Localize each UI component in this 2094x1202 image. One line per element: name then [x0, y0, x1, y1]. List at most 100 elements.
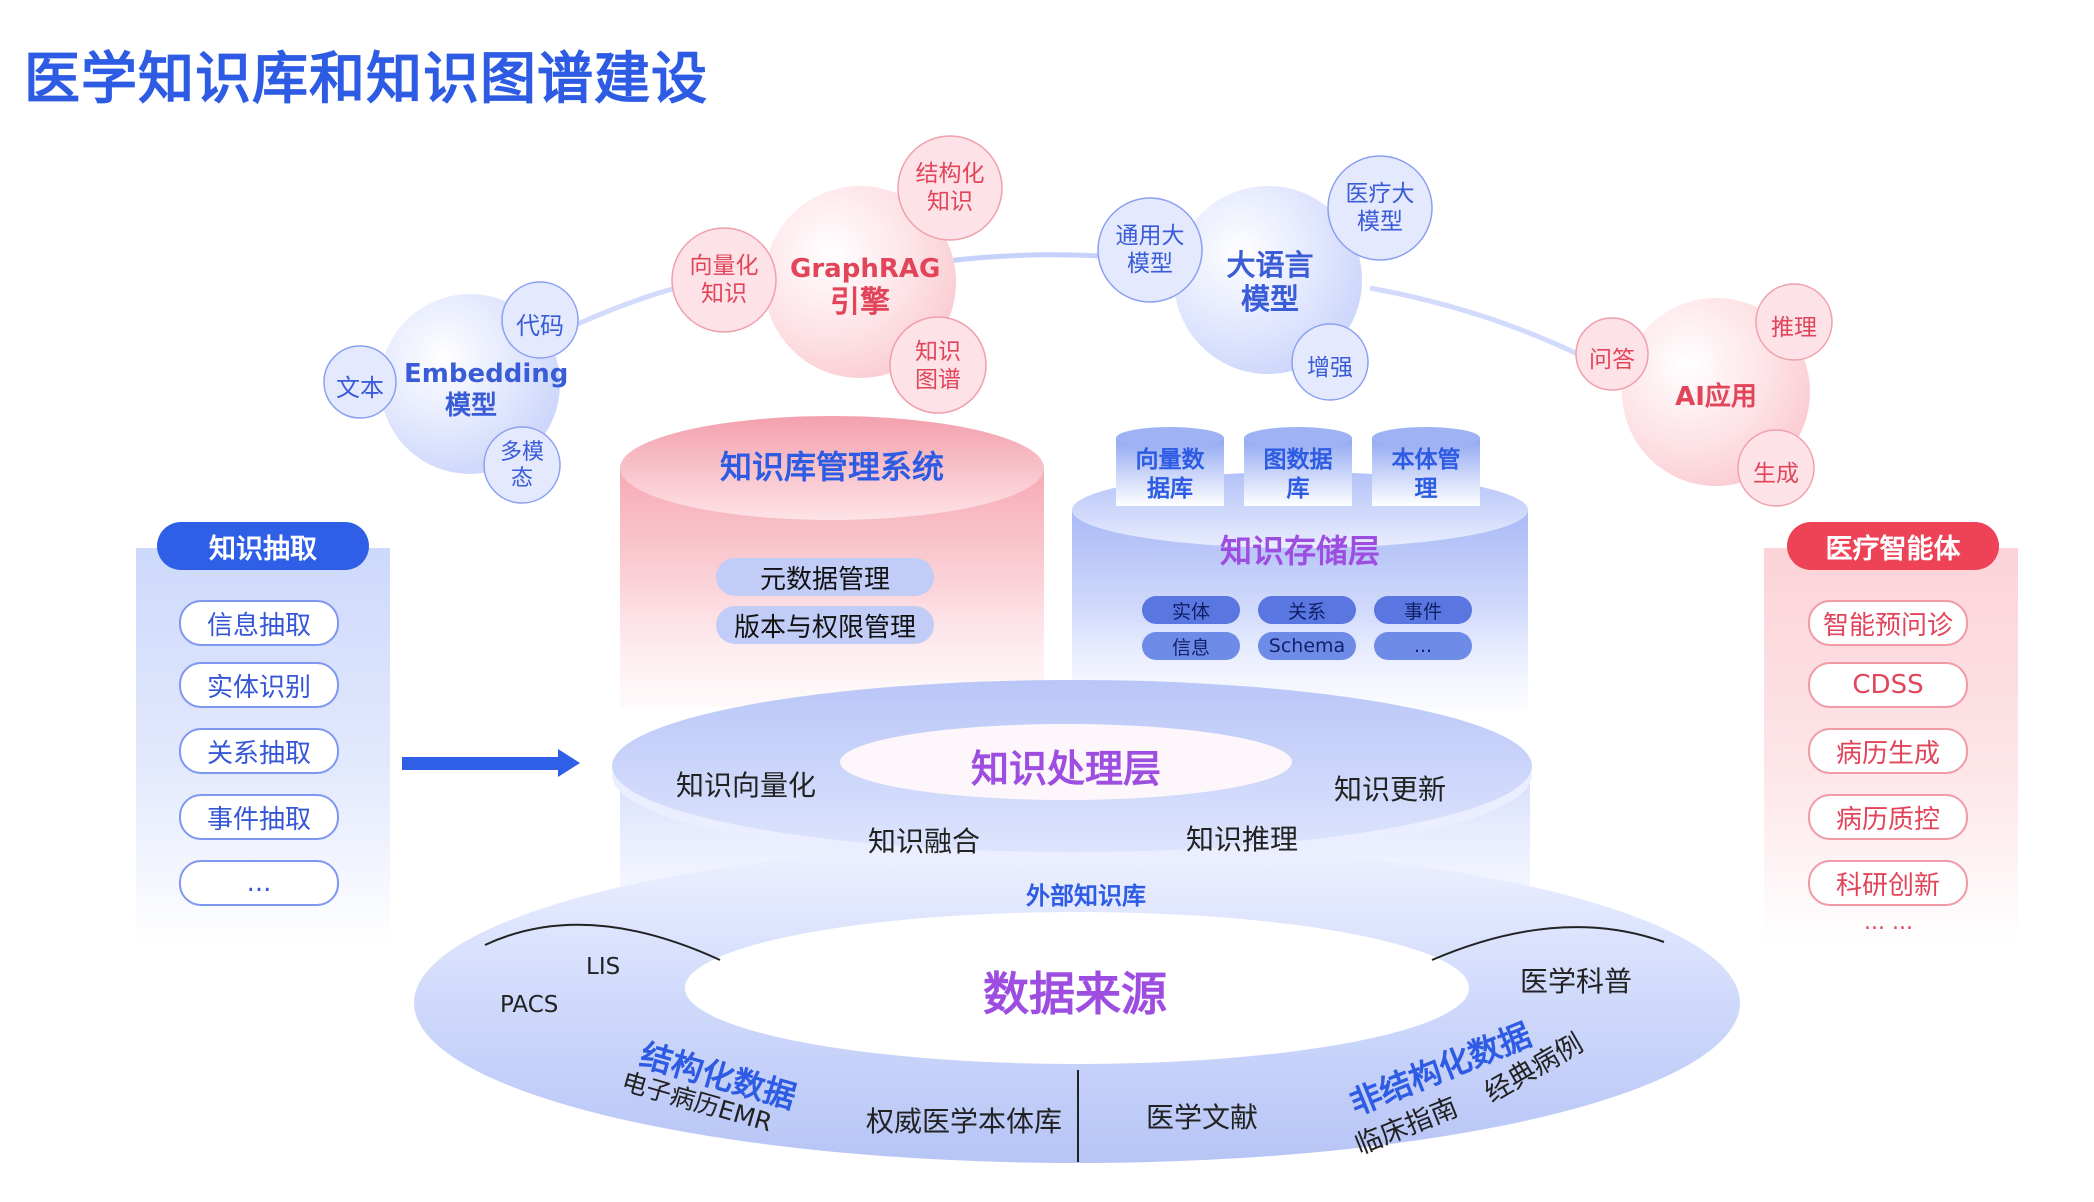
llm-sat-general-line2: 模型	[1127, 251, 1173, 277]
agent-item-research[interactable]: 科研创新	[1808, 860, 1968, 906]
ai-app-sat-generate-bubble	[1737, 429, 1815, 507]
ai-app-sat-reason-bubble	[1755, 283, 1833, 361]
db-vector-label: 向量数 据库	[1116, 446, 1224, 504]
db-vector-label-line1: 向量数	[1135, 447, 1205, 473]
storage-tag-info[interactable]: 信息	[1142, 632, 1240, 660]
storage-tag-more[interactable]: ...	[1374, 632, 1472, 660]
llm-sat-general-bubble	[1097, 197, 1203, 303]
data-source-ontology: 权威医学本体库	[866, 1105, 1063, 1138]
db-cylinder-ontology	[1372, 427, 1480, 506]
ai-app-sat-generate: 生成	[1753, 461, 1799, 487]
graphrag-sat-graph-line1: 知识	[915, 339, 961, 365]
db-vector-label-line2: 据库	[1147, 476, 1193, 502]
extraction-item-more[interactable]: ...	[179, 860, 339, 906]
llm-label-line2: 模型	[1240, 282, 1299, 316]
embedding-sat-code: 代码	[516, 312, 564, 340]
agent-item-more: ... ...	[1864, 910, 1913, 935]
db-graph-label-line1: 图数据	[1263, 447, 1333, 473]
embedding-label-line2: 模型	[444, 391, 497, 421]
data-source-science: 医学科普	[1520, 965, 1633, 998]
page-title: 医学知识库和知识图谱建设	[24, 47, 708, 112]
llm-sat-general-line1: 通用大	[1115, 223, 1185, 249]
llm-sat-medical: 医疗大 模型	[1342, 180, 1418, 236]
processing-item-vectorize: 知识向量化	[676, 769, 817, 802]
embedding-sat-multimodal-line2: 态	[510, 466, 533, 491]
data-source-lis: LIS	[586, 954, 621, 980]
data-source-literature: 医学文献	[1146, 1101, 1259, 1134]
kms-item-permission[interactable]: 版本与权限管理	[716, 606, 934, 644]
embedding-label-line1: Embedding	[404, 359, 569, 389]
processing-item-fusion: 知识融合	[868, 825, 981, 858]
graphrag-sat-struct-bubble	[897, 135, 1003, 241]
storage-tag-schema[interactable]: Schema	[1258, 632, 1356, 660]
storage-tag-entity[interactable]: 实体	[1142, 596, 1240, 624]
graphrag-sat-vector-bubble	[671, 227, 777, 333]
embedding-sat-text: 文本	[336, 374, 384, 402]
embedding-sat-multimodal-line1: 多模	[499, 440, 544, 465]
agent-item-record-qc[interactable]: 病历质控	[1808, 794, 1968, 840]
db-cylinder-vector	[1116, 427, 1224, 506]
embedding-sat-code-bubble	[501, 281, 579, 359]
db-ontology-label: 本体管 理	[1372, 446, 1480, 504]
graphrag-label-line2: 引擎	[830, 285, 890, 320]
graphrag-label: GraphRAG 引擎	[790, 252, 941, 320]
medical-agent-header: 医疗智能体	[1787, 522, 1999, 570]
processing-item-update: 知识更新	[1334, 773, 1447, 806]
ai-app-sat-qa-bubble	[1575, 317, 1649, 391]
graphrag-sat-vector-line2: 知识	[701, 281, 747, 307]
graphrag-sat-struct: 结构化 知识	[914, 160, 986, 216]
db-cylinder-graph	[1244, 427, 1352, 506]
extraction-item-info[interactable]: 信息抽取	[179, 600, 339, 646]
processing-ring-hole	[840, 724, 1292, 800]
graphrag-sat-struct-line1: 结构化	[915, 161, 985, 187]
graphrag-sat-vector-line1: 向量化	[689, 253, 759, 279]
db-graph-label-line2: 库	[1286, 476, 1310, 502]
embedding-sat-multimodal-bubble	[483, 426, 561, 504]
agent-item-record-gen[interactable]: 病历生成	[1808, 728, 1968, 774]
knowledge-extraction-header: 知识抽取	[157, 522, 369, 570]
graphrag-sat-struct-line2: 知识	[927, 189, 973, 215]
llm-sat-medical-line2: 模型	[1357, 209, 1403, 235]
db-graph-label: 图数据 库	[1244, 446, 1352, 504]
db-ontology-label-line1: 本体管	[1391, 447, 1461, 473]
llm-label: 大语言 模型	[1208, 248, 1332, 316]
processing-item-reasoning: 知识推理	[1186, 823, 1299, 856]
extraction-item-relation[interactable]: 关系抽取	[179, 728, 339, 774]
llm-sat-medical-line1: 医疗大	[1345, 181, 1415, 207]
agent-item-cdss[interactable]: CDSS	[1808, 662, 1968, 708]
processing-title: 知识处理层	[970, 747, 1161, 791]
embedding-label: Embedding 模型	[404, 358, 569, 422]
graphrag-sat-vector: 向量化 知识	[688, 252, 760, 308]
external-kb-label: 外部知识库	[1026, 882, 1146, 910]
llm-sat-medical-bubble	[1327, 155, 1433, 261]
structured-arc	[484, 923, 721, 961]
unstructured-arc	[1431, 926, 1665, 961]
graphrag-label-line1: GraphRAG	[790, 254, 941, 284]
kms-item-metadata[interactable]: 元数据管理	[716, 558, 934, 596]
data-source-pacs: PACS	[500, 992, 559, 1018]
embedding-sat-multimodal: 多模 态	[494, 440, 550, 492]
flow-arrow	[402, 749, 580, 777]
ai-app-sat-qa: 问答	[1589, 347, 1635, 373]
storage-title: 知识存储层	[1219, 532, 1380, 570]
llm-sat-enhance: 增强	[1307, 355, 1353, 381]
storage-tag-event[interactable]: 事件	[1374, 596, 1472, 624]
model-link-arc-3	[1369, 285, 1592, 363]
agent-item-prediagnosis[interactable]: 智能预问诊	[1808, 600, 1968, 646]
ai-app-label: AI应用	[1675, 382, 1757, 412]
kms-title: 知识库管理系统	[719, 448, 944, 486]
llm-label-line1: 大语言	[1226, 248, 1314, 282]
db-ontology-label-line2: 理	[1414, 476, 1438, 502]
data-source-ring-hole	[685, 912, 1469, 1064]
graphrag-sat-graph-bubble	[889, 316, 987, 414]
llm-sat-general: 通用大 模型	[1112, 222, 1188, 278]
extraction-item-event[interactable]: 事件抽取	[179, 794, 339, 840]
extraction-item-entity[interactable]: 实体识别	[179, 662, 339, 708]
graphrag-sat-graph: 知识 图谱	[904, 338, 972, 394]
data-source-title: 数据来源	[983, 967, 1167, 1021]
llm-sat-enhance-bubble	[1291, 323, 1369, 401]
embedding-sat-text-bubble	[323, 345, 397, 419]
graphrag-sat-graph-line2: 图谱	[915, 367, 961, 393]
storage-tag-relation[interactable]: 关系	[1258, 596, 1356, 624]
ai-app-sat-reason: 推理	[1771, 315, 1817, 341]
